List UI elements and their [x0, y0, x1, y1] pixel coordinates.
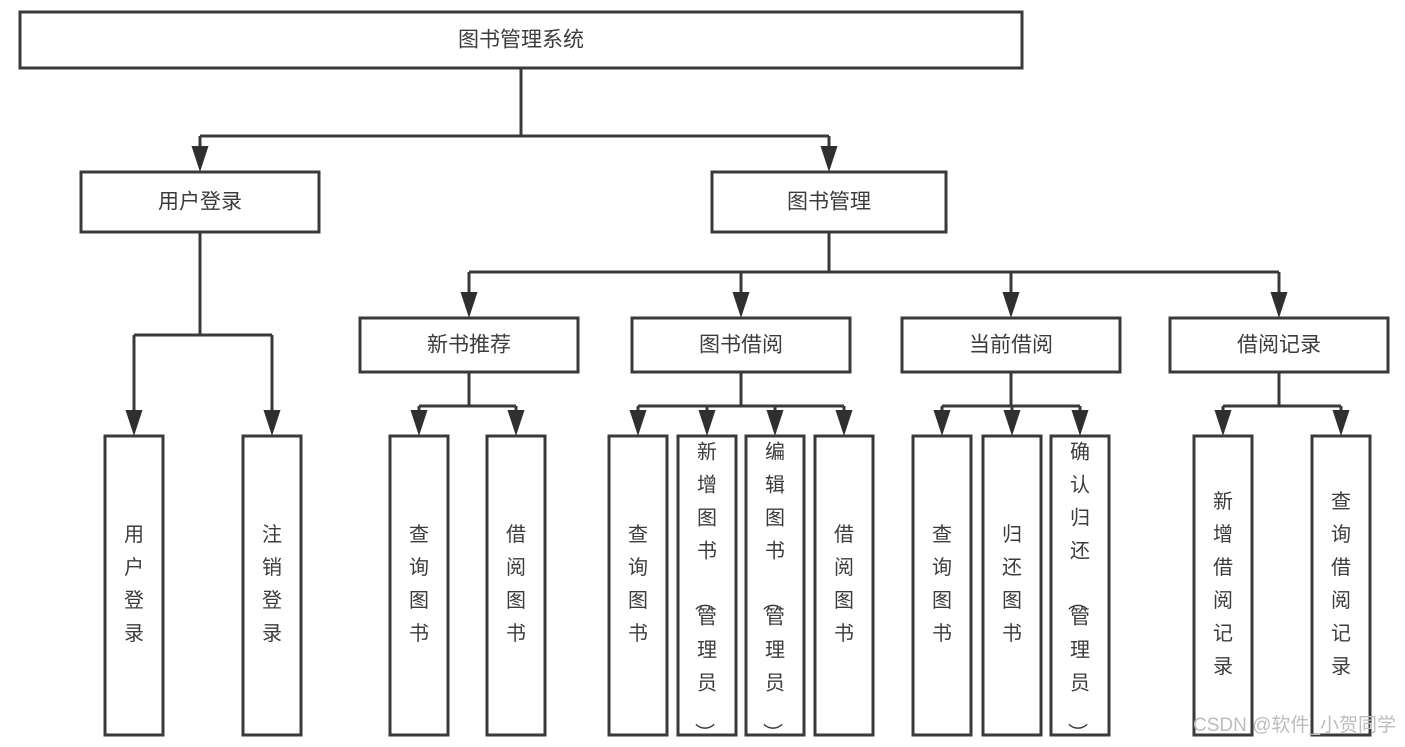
- csdn-watermark: CSDN @软件_小贺同学: [1193, 714, 1396, 736]
- node-label: 新书推荐: [427, 334, 511, 357]
- node-label: 归还图书: [1002, 523, 1022, 645]
- node-box[interactable]: [241, 434, 303, 737]
- node-box[interactable]: [1310, 434, 1372, 737]
- connector-arrowhead: [410, 410, 428, 436]
- connector-group-user-login: [125, 232, 281, 436]
- connector-arrowhead: [460, 292, 478, 318]
- node-label: 借阅记录: [1237, 334, 1321, 357]
- node-box[interactable]: [744, 434, 806, 737]
- connector-arrowhead: [1003, 410, 1021, 436]
- node-box[interactable]: [79, 170, 321, 234]
- node-leaf-query-book-current[interactable]: 查询图书: [911, 434, 973, 737]
- node-label: 图书管理系统: [458, 29, 584, 52]
- node-label: 注销登录: [262, 523, 282, 645]
- connector-arrowhead: [1332, 410, 1350, 436]
- node-label: 查询图书: [409, 523, 429, 645]
- node-box[interactable]: [1049, 434, 1111, 737]
- node-box[interactable]: [1168, 316, 1390, 374]
- connector-arrowhead: [1071, 410, 1089, 436]
- node-layer: 图书管理系统用户登录图书管理新书推荐图书借阅当前借阅借阅记录用户登录注销登录查询…: [18, 10, 1390, 743]
- node-leaf-confirm-return-admin[interactable]: 确认归还（管理员）: [1049, 434, 1111, 743]
- node-label: 借阅图书: [506, 523, 526, 645]
- node-box[interactable]: [607, 434, 669, 737]
- node-leaf-logout-login[interactable]: 注销登录: [241, 434, 303, 737]
- connector-group-root: [191, 68, 838, 172]
- connector-group-current-borrow: [933, 372, 1089, 436]
- node-box[interactable]: [981, 434, 1043, 737]
- node-box[interactable]: [388, 434, 450, 737]
- node-label: 编辑图书（管理员）: [760, 441, 785, 743]
- connector-arrowhead: [820, 146, 838, 172]
- connector-arrowhead: [933, 410, 951, 436]
- node-box[interactable]: [18, 10, 1024, 70]
- node-label: 用户登录: [158, 191, 242, 214]
- node-new-book-recommend[interactable]: 新书推荐: [358, 316, 580, 374]
- node-label: 当前借阅: [969, 334, 1053, 357]
- node-user-login[interactable]: 用户登录: [79, 170, 321, 234]
- connector-arrowhead: [191, 146, 209, 172]
- node-box[interactable]: [676, 434, 738, 737]
- node-label: 查询图书: [932, 523, 952, 645]
- node-leaf-borrow-book-rec[interactable]: 借阅图书: [485, 434, 547, 737]
- connector-arrowhead: [1270, 292, 1288, 318]
- connector-arrowhead: [835, 410, 853, 436]
- node-label: 新增图书（管理员）: [692, 441, 717, 743]
- node-leaf-edit-book-admin[interactable]: 编辑图书（管理员）: [744, 434, 806, 743]
- connector-group-borrow-record: [1214, 372, 1350, 436]
- connector-arrowhead: [766, 410, 784, 436]
- connector-arrowhead: [1002, 292, 1020, 318]
- node-book-borrow[interactable]: 图书借阅: [630, 316, 852, 374]
- connector-arrowhead: [263, 410, 281, 436]
- node-box[interactable]: [911, 434, 973, 737]
- node-label: 图书借阅: [699, 334, 783, 357]
- node-label: 新增借阅记录: [1213, 490, 1233, 678]
- node-box[interactable]: [813, 434, 875, 737]
- node-leaf-query-borrow-record[interactable]: 查询借阅记录: [1310, 434, 1372, 737]
- connector-arrowhead: [629, 410, 647, 436]
- connector-layer: [125, 68, 1350, 436]
- connector-arrowhead: [698, 410, 716, 436]
- node-box[interactable]: [710, 170, 948, 234]
- node-box[interactable]: [900, 316, 1122, 374]
- node-label: 确认归还（管理员）: [1065, 441, 1090, 743]
- node-label: 查询借阅记录: [1331, 490, 1351, 678]
- connector-group-new-book-recommend: [410, 372, 525, 436]
- connector-arrowhead: [1214, 410, 1232, 436]
- node-leaf-query-book-rec[interactable]: 查询图书: [388, 434, 450, 737]
- node-box[interactable]: [630, 316, 852, 374]
- node-borrow-record[interactable]: 借阅记录: [1168, 316, 1390, 374]
- node-book-manage[interactable]: 图书管理: [710, 170, 948, 234]
- node-label: 借阅图书: [834, 523, 854, 645]
- node-label: 用户登录: [124, 524, 144, 645]
- node-box[interactable]: [103, 434, 165, 737]
- connector-group-book-borrow: [629, 372, 853, 436]
- connector-arrowhead: [507, 410, 525, 436]
- connector-arrowhead: [732, 292, 750, 318]
- node-root[interactable]: 图书管理系统: [18, 10, 1024, 70]
- node-label: 图书管理: [787, 191, 871, 214]
- node-box[interactable]: [485, 434, 547, 737]
- node-box[interactable]: [358, 316, 580, 374]
- node-leaf-add-book-admin[interactable]: 新增图书（管理员）: [676, 434, 738, 743]
- node-current-borrow[interactable]: 当前借阅: [900, 316, 1122, 374]
- node-leaf-add-borrow-record[interactable]: 新增借阅记录: [1192, 434, 1254, 737]
- node-label: 查询图书: [628, 523, 648, 645]
- node-leaf-borrow-book[interactable]: 借阅图书: [813, 434, 875, 737]
- node-box[interactable]: [1192, 434, 1254, 737]
- connector-arrowhead: [125, 410, 143, 436]
- node-leaf-return-book[interactable]: 归还图书: [981, 434, 1043, 737]
- node-leaf-query-book-borrow[interactable]: 查询图书: [607, 434, 669, 737]
- node-leaf-user-login[interactable]: 用户登录: [103, 434, 165, 737]
- connector-group-book-manage: [460, 232, 1288, 318]
